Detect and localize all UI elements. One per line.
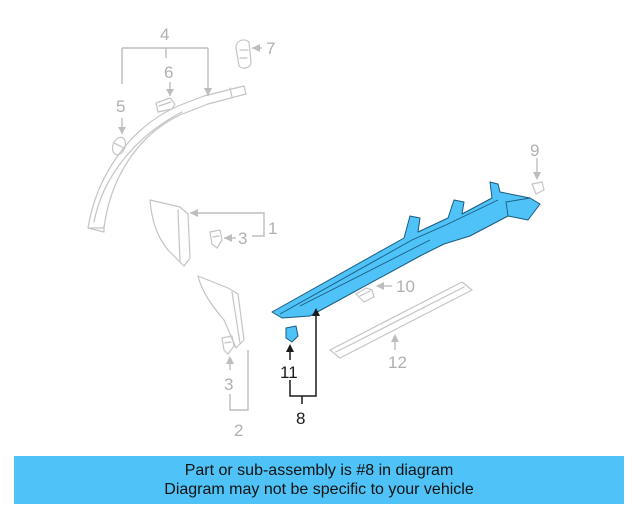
callout-6: 6 <box>164 63 173 82</box>
clip-part-3-lower <box>221 335 235 355</box>
callout-8: 8 <box>296 409 305 428</box>
callout-2: 2 <box>234 421 243 440</box>
callout-7: 7 <box>266 39 275 58</box>
sill-trim-part-8 <box>271 181 541 319</box>
callout-10: 10 <box>396 277 415 296</box>
parts-diagram: 4 6 5 7 1 3 3 2 9 10 12 11 8 <box>87 25 545 440</box>
clip-part-9 <box>531 181 545 195</box>
grey-leader-lines <box>121 47 538 411</box>
callout-12: 12 <box>388 353 407 372</box>
banner-line-2: Diagram may not be specific to your vehi… <box>164 481 474 498</box>
callout-9: 9 <box>530 141 539 160</box>
clip-part-7 <box>235 39 252 69</box>
grey-arrowheads <box>118 44 541 364</box>
callout-3-lower: 3 <box>224 375 233 394</box>
callout-4: 4 <box>160 25 169 44</box>
a-pillar-trim-part <box>87 85 247 233</box>
clip-part-3-upper <box>209 229 223 249</box>
banner-line-1: Part or sub-assembly is #8 in diagram <box>184 462 454 479</box>
pillar-trim-part-1 <box>149 199 191 267</box>
callout-1: 1 <box>268 219 277 238</box>
callout-11: 11 <box>280 363 298 382</box>
callout-5: 5 <box>116 97 125 116</box>
pillar-trim-part-2 <box>197 275 245 349</box>
scuff-plate-part-12 <box>329 281 473 359</box>
clip-part-10 <box>355 287 375 303</box>
clip-part-6 <box>155 97 176 113</box>
callout-3-upper: 3 <box>238 229 247 248</box>
black-arrowheads <box>286 308 320 352</box>
info-banner: Part or sub-assembly is #8 in diagram Di… <box>14 456 624 504</box>
clip-part-11 <box>285 325 299 343</box>
clip-part-5 <box>111 136 127 156</box>
black-leader-lines <box>289 312 317 404</box>
